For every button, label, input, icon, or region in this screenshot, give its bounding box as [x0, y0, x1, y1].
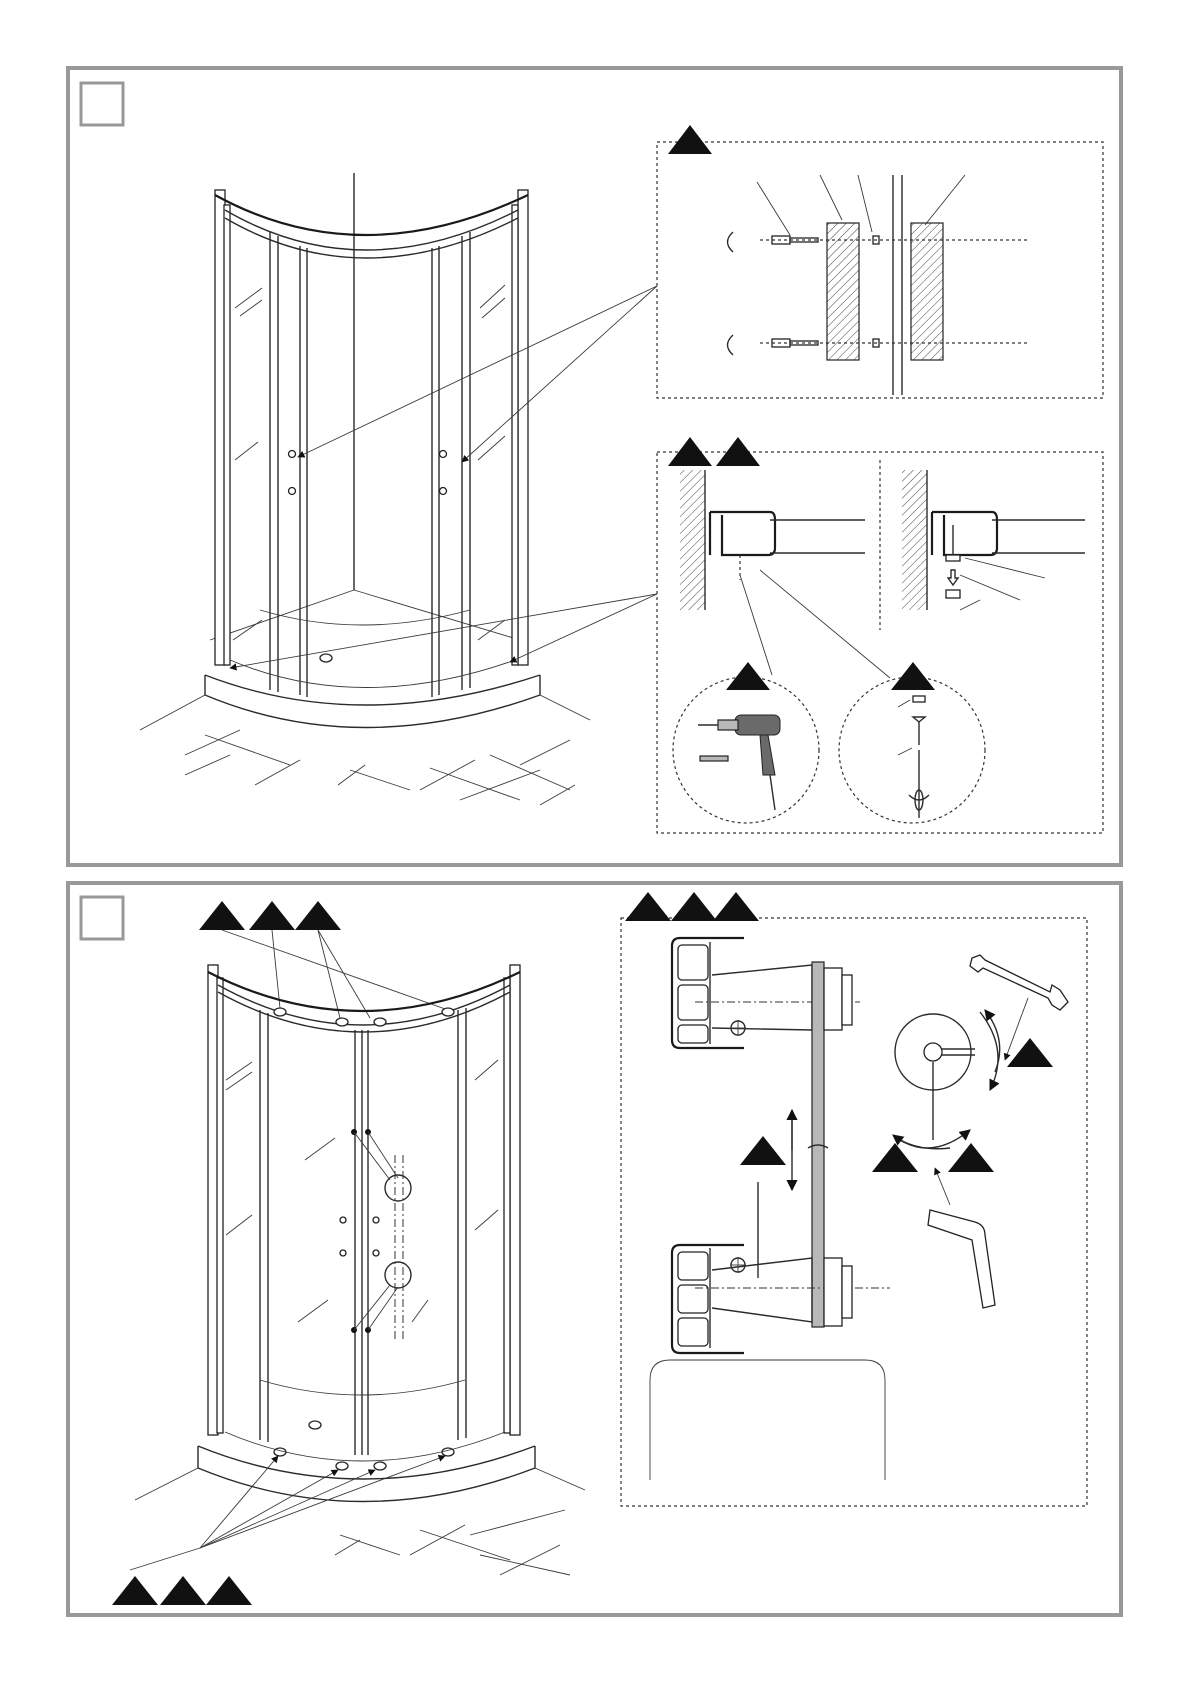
callout-marker	[1007, 1038, 1053, 1067]
drill-icon	[698, 715, 780, 810]
callout-marker	[671, 892, 717, 921]
callout-marker	[625, 892, 671, 921]
shower-enclosure-2	[135, 965, 585, 1575]
callout-marker	[891, 662, 935, 690]
shower-enclosure-1	[140, 173, 590, 805]
step-number-box-1	[81, 83, 123, 125]
detail-screw	[839, 662, 985, 823]
callout-marker	[740, 1136, 786, 1165]
callout-marker	[726, 662, 770, 690]
callout-marker	[948, 1143, 994, 1172]
detail-drill	[673, 662, 819, 823]
callout-marker	[112, 1576, 158, 1605]
step-number-box-2	[81, 897, 123, 939]
callout-marker	[668, 125, 712, 154]
detail-profiles	[657, 437, 1103, 833]
callout-marker	[199, 901, 245, 930]
callout-marker	[249, 901, 295, 930]
hex-key-icon	[928, 1168, 995, 1308]
panel-2	[68, 883, 1121, 1615]
wrench-icon	[970, 955, 1068, 1060]
callout-marker	[206, 1576, 252, 1605]
detail-rollers	[621, 892, 1087, 1506]
callout-marker	[295, 901, 341, 930]
panel-1	[68, 68, 1121, 865]
callout-marker	[872, 1143, 918, 1172]
callout-marker	[160, 1576, 206, 1605]
screwdriver-icon	[898, 696, 929, 818]
callout-marker	[713, 892, 759, 921]
detail-wall-fixing	[657, 125, 1103, 398]
